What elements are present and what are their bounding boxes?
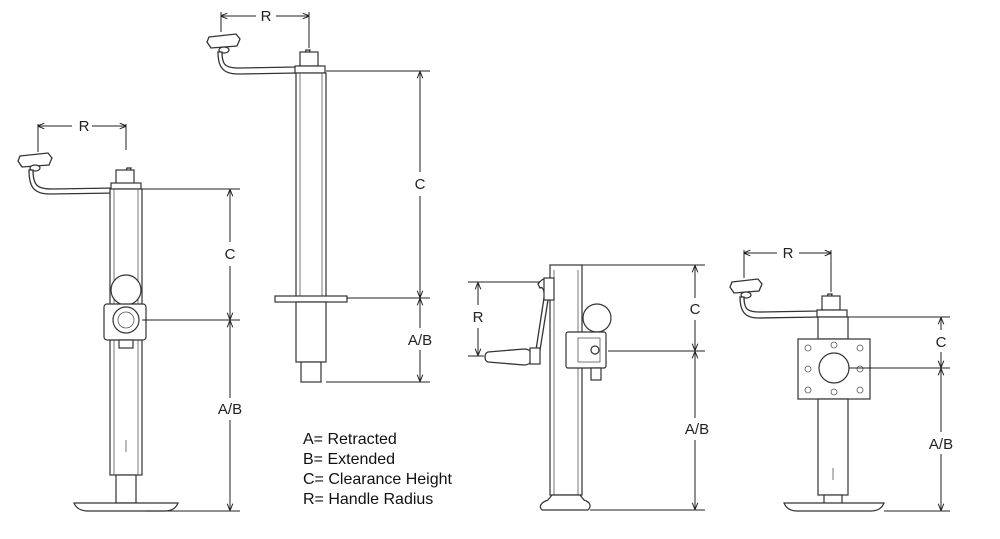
jack-3-label-r: R: [473, 309, 484, 326]
jack-2-handle-knob: [206, 33, 241, 49]
jack-4-label-c: C: [936, 334, 947, 351]
jack-4: R C A/B: [729, 245, 953, 512]
jack-2-handle-arm: [217, 49, 311, 75]
jack-2-inner-tube: [300, 361, 322, 383]
jack-4-handle-knob: [729, 278, 763, 294]
jack-1-swivel-pin: [110, 274, 142, 306]
jack-3-label-c: C: [690, 301, 701, 318]
jack-2-label-ab: A/B: [408, 332, 432, 349]
jack-1-label-ab: A/B: [218, 401, 242, 418]
jack-4-outer-tube: [817, 398, 849, 496]
legend-item-extended: B= Extended: [303, 451, 395, 468]
jack-1-label-c: C: [225, 246, 236, 263]
jack-2-gear-cap: [299, 51, 319, 67]
jack-1: R C A/B: [17, 118, 242, 512]
jack-1-foot-plate: [73, 502, 179, 512]
jack-1-inner-tube: [115, 474, 137, 504]
jack-2: R C A/B: [206, 8, 432, 383]
jack-2-label-r: R: [261, 8, 272, 25]
jack-1-gear-cap: [115, 169, 135, 185]
jack-4-foot-plate: [783, 502, 885, 512]
legend-item-retracted: A= Retracted: [303, 431, 397, 448]
jack-4-center-bore: [818, 352, 850, 384]
jack-1-top-cap: [110, 182, 142, 190]
jack-4-gear-cap: [821, 295, 841, 311]
jack-3: R C A/B: [468, 264, 709, 511]
jack-2-mount-plate: [274, 295, 348, 303]
jack-4-label-r: R: [783, 245, 794, 262]
jack-3-label-ab: A/B: [685, 421, 709, 438]
jack-2-outer-tube: [295, 72, 327, 299]
jack-3-crank-grip: [484, 348, 533, 366]
jack-4-handle-arm: [739, 293, 833, 319]
legend-item-radius: R= Handle Radius: [303, 491, 433, 508]
jack-3-swivel-pin: [582, 303, 612, 333]
jack-3-foot: [539, 494, 591, 511]
jack-1-label-r: R: [79, 118, 90, 135]
jack-1-handle-knob: [17, 152, 53, 168]
jack-2-label-c: C: [415, 176, 426, 193]
jack-3-swivel-bracket: [565, 331, 607, 369]
jack-3-outer-tube: [549, 264, 583, 496]
legend-item-clearance: C= Clearance Height: [303, 471, 453, 488]
legend: A= Retracted B= Extended C= Clearance He…: [303, 431, 453, 508]
jack-4-label-ab: A/B: [929, 436, 953, 453]
